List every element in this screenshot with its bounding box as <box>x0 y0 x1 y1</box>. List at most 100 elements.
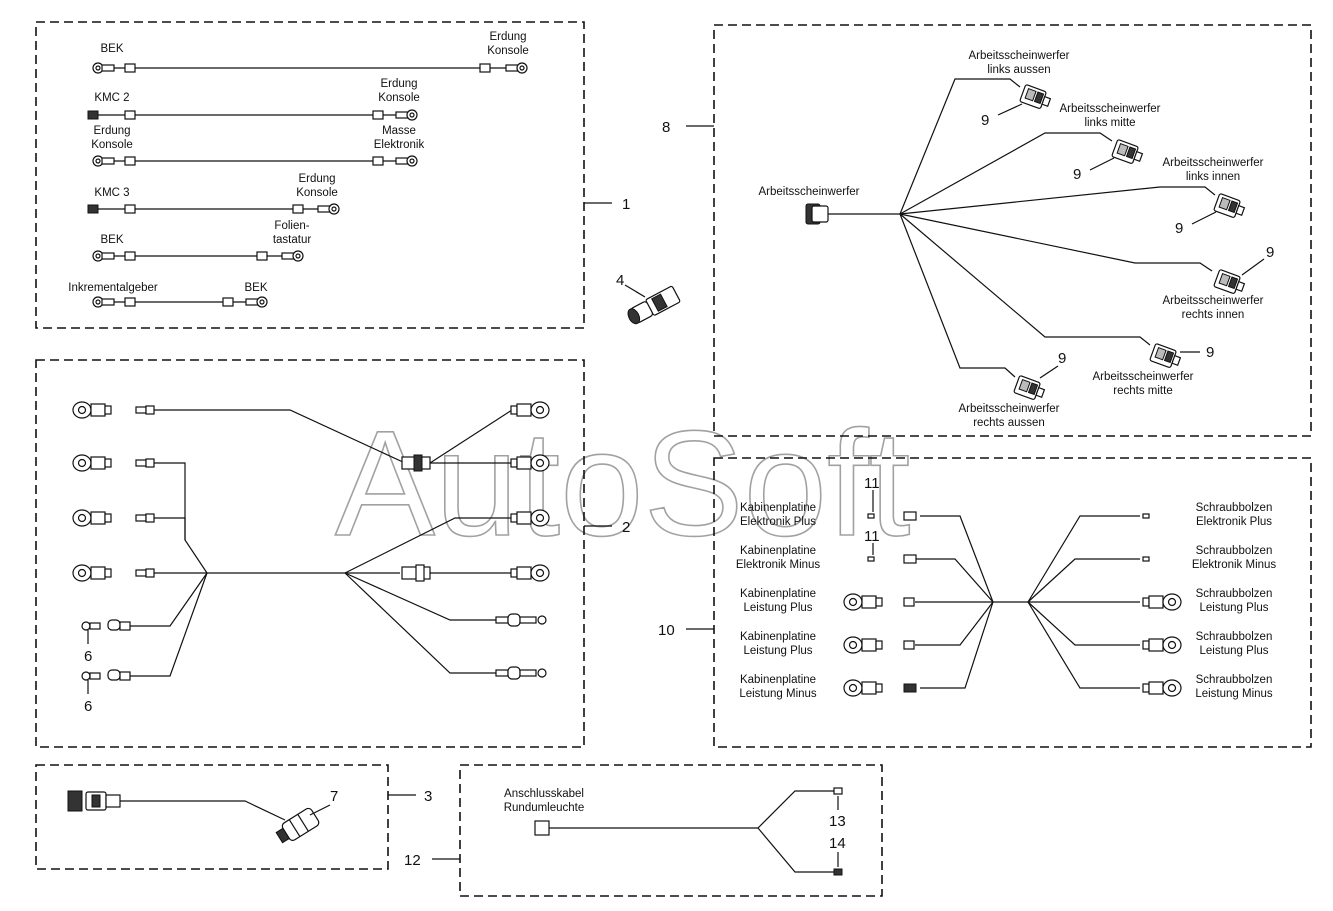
part-4-connector <box>627 285 681 325</box>
label-rechts-innen-a: Arbeitsscheinwerfer <box>1163 295 1264 307</box>
label-erdung-konsole-4b: Konsole <box>296 187 338 199</box>
label-kp-leistung-minus-b: Leistung Minus <box>739 688 817 700</box>
group-3-frame <box>35 764 389 870</box>
callout-11-upper: 11 <box>864 475 880 492</box>
label-sb-leistung-minus-b: Leistung Minus <box>1195 688 1273 700</box>
label-bek-1: BEK <box>100 43 123 55</box>
harness-8-wires <box>828 78 1216 378</box>
label-masse-elektronik-b: Elektronik <box>374 139 425 151</box>
label-kp-elektronik-plus-a: Kabinenplatine <box>740 502 816 514</box>
label-bek-2: BEK <box>100 234 123 246</box>
harness-2-wires <box>130 409 520 677</box>
callout-9-rechts-mitte: 9 <box>1206 344 1214 361</box>
callout-9-links-aussen: 9 <box>981 112 989 129</box>
label-inkrementalgeber: Inkrementalgeber <box>68 282 158 294</box>
callout-12: 12 <box>404 852 421 869</box>
watermark-text: AutoSoft <box>335 399 910 567</box>
callout-13: 13 <box>829 813 846 830</box>
label-links-aussen-b: links aussen <box>987 64 1050 76</box>
label-erdung-konsole-3a: Erdung <box>93 125 130 137</box>
harness-2-terminals <box>72 401 550 681</box>
label-erdung-konsole-3b: Konsole <box>91 139 133 151</box>
label-sb-leistung-plus-1b: Leistung Plus <box>1199 602 1268 614</box>
callout-7: 7 <box>330 788 338 805</box>
lamp-connector-rechts-aussen <box>1013 374 1047 403</box>
label-rechts-aussen-a: Arbeitsscheinwerfer <box>959 403 1060 415</box>
group-8-frame <box>713 24 1312 437</box>
label-sb-elektronik-plus-b: Elektronik Plus <box>1196 516 1272 528</box>
label-links-mitte-a: Arbeitsscheinwerfer <box>1060 103 1161 115</box>
label-links-innen-b: links innen <box>1186 171 1240 183</box>
cable-3 <box>67 790 320 844</box>
label-kp-elektronik-minus-a: Kabinenplatine <box>740 545 816 557</box>
cable-kmc3-erdung <box>87 203 340 215</box>
label-sb-leistung-plus-2b: Leistung Plus <box>1199 645 1268 657</box>
harness-10-wires <box>915 515 1140 689</box>
callout-11-lower: 11 <box>864 528 880 545</box>
label-anschlusskabel-a: Anschlusskabel <box>504 788 584 800</box>
label-erdung-konsole-2b: Konsole <box>378 92 420 104</box>
label-kp-elektronik-minus-b: Elektronik Minus <box>736 559 821 571</box>
label-kmc2: KMC 2 <box>94 92 129 104</box>
callout-1: 1 <box>622 196 630 213</box>
label-links-aussen-a: Arbeitsscheinwerfer <box>969 50 1070 62</box>
callout-9-links-mitte: 9 <box>1073 166 1081 183</box>
label-erdung-konsole-4a: Erdung <box>298 173 335 185</box>
callout-6-upper: 6 <box>84 648 92 665</box>
callout-10: 10 <box>658 622 675 639</box>
label-kmc3: KMC 3 <box>94 187 129 199</box>
label-masse-elektronik-a: Masse <box>382 125 416 137</box>
label-sb-leistung-plus-1a: Schraubbolzen <box>1196 588 1273 600</box>
label-rechts-aussen-b: rechts aussen <box>973 417 1045 429</box>
label-rechts-mitte-b: rechts mitte <box>1113 385 1172 397</box>
label-kp-leistung-plus-1a: Kabinenplatine <box>740 588 816 600</box>
label-kp-leistung-plus-2b: Leistung Plus <box>743 645 812 657</box>
lamp-connector-rechts-innen <box>1213 268 1247 297</box>
callout-3: 3 <box>424 788 432 805</box>
callout-9-rechts-innen: 9 <box>1266 244 1274 261</box>
label-kp-leistung-plus-1b: Leistung Plus <box>743 602 812 614</box>
cable-bek-erdung <box>92 62 528 74</box>
label-folientastatur-b: tastatur <box>273 234 312 246</box>
label-links-mitte-b: links mitte <box>1084 117 1135 129</box>
label-anschlusskabel-b: Rundumleuchte <box>504 802 585 814</box>
cable-inkrementalgeber-bek <box>92 296 268 308</box>
callout-9-rechts-aussen: 9 <box>1058 350 1066 367</box>
cable-rundumleuchte <box>534 787 843 876</box>
label-erdung-konsole-2a: Erdung <box>380 78 417 90</box>
label-sb-leistung-minus-a: Schraubbolzen <box>1196 674 1273 686</box>
label-erdung-konsole-1a: Erdung <box>489 31 526 43</box>
label-sb-elektronik-minus-a: Schraubbolzen <box>1196 545 1273 557</box>
label-folientastatur-a: Folien- <box>274 220 309 232</box>
lamp-connector-links-aussen <box>1019 83 1053 112</box>
callout-6-lower: 6 <box>84 698 92 715</box>
label-kp-elektronik-plus-b: Elektronik Plus <box>740 516 816 528</box>
group-1-frame <box>35 21 585 329</box>
cable-kmc2-erdung <box>87 109 418 121</box>
lamp-connector-rechts-mitte <box>1149 342 1183 371</box>
main-connector-8 <box>805 203 829 225</box>
callout-2: 2 <box>622 519 630 536</box>
label-bek-3: BEK <box>244 282 267 294</box>
label-rechts-innen-b: rechts innen <box>1182 309 1245 321</box>
label-erdung-konsole-1b: Konsole <box>487 45 529 57</box>
label-rechts-mitte-a: Arbeitsscheinwerfer <box>1093 371 1194 383</box>
label-kp-leistung-minus-a: Kabinenplatine <box>740 674 816 686</box>
group-12-frame <box>459 764 883 897</box>
callout-8: 8 <box>662 119 670 136</box>
group-10-frame <box>713 457 1312 748</box>
group-2-frame <box>35 359 585 748</box>
callout-9-links-innen: 9 <box>1175 220 1183 237</box>
cable-erdung-masse <box>92 155 418 167</box>
harness-10-terminals <box>843 511 1182 697</box>
label-arbeitsscheinwerfer-main: Arbeitsscheinwerfer <box>759 186 860 198</box>
callout-14: 14 <box>829 835 846 852</box>
label-links-innen-a: Arbeitsscheinwerfer <box>1163 157 1264 169</box>
lamp-connector-links-mitte <box>1111 138 1145 167</box>
label-sb-elektronik-minus-b: Elektronik Minus <box>1192 559 1277 571</box>
callout-4: 4 <box>616 272 624 289</box>
label-sb-leistung-plus-2a: Schraubbolzen <box>1196 631 1273 643</box>
lamp-connector-links-innen <box>1213 192 1247 221</box>
cable-bek-folientastatur <box>92 250 304 262</box>
